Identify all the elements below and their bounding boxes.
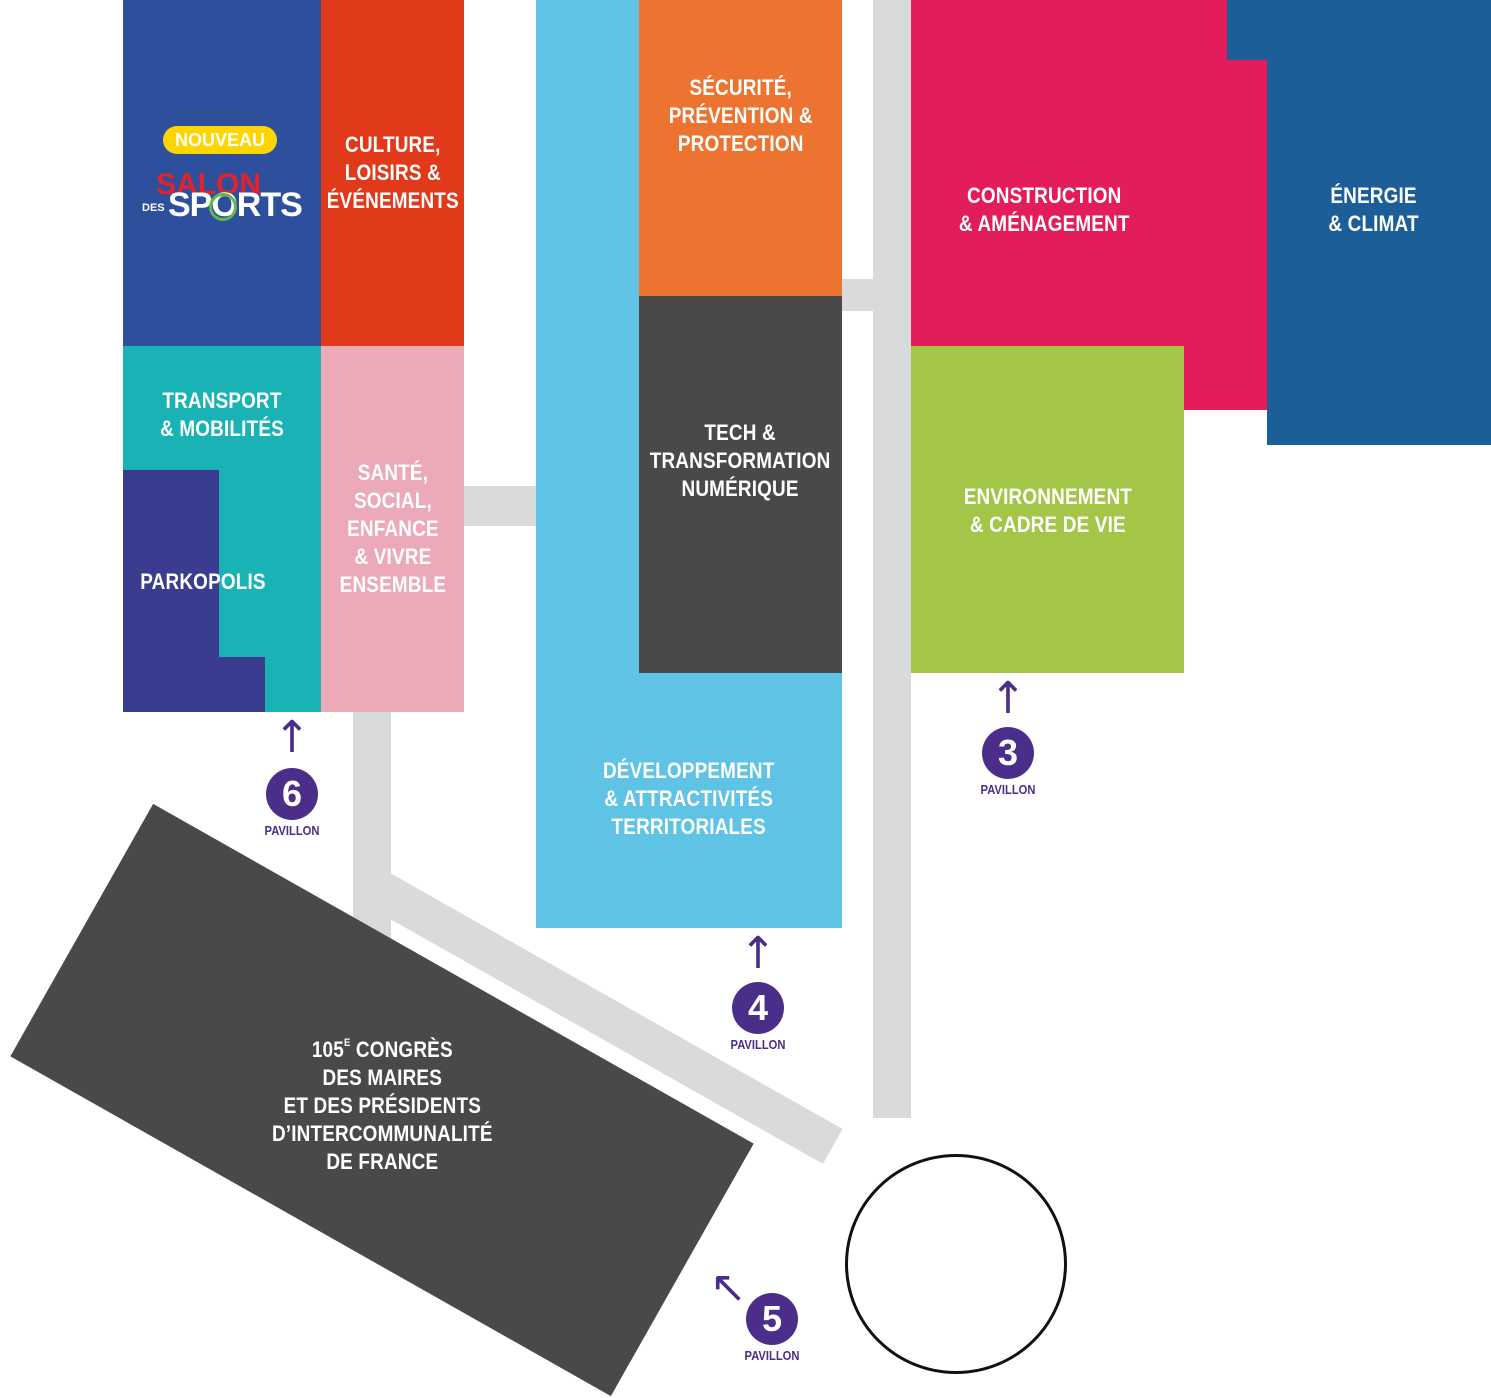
zone-securite-label: SÉCURITÉ, PRÉVENTION & PROTECTION — [668, 75, 813, 156]
corridor-right-connector — [841, 279, 881, 311]
zone-securite[interactable]: SÉCURITÉ, PRÉVENTION & PROTECTION — [639, 0, 842, 296]
pavillon-6-arrow-icon: ↑ — [273, 712, 311, 763]
zone-developpement-label: DÉVELOPPEMENT & ATTRACTIVITÉS TERRITORIA… — [603, 758, 775, 839]
pavillon-5-label: PAVILLON — [744, 1348, 800, 1363]
zone-parkopolis-lower — [123, 657, 265, 712]
zone-culture-label: CULTURE, LOISIRS & ÉVÉNEMENTS — [326, 132, 459, 213]
corridor-mid-connector — [463, 486, 537, 526]
pavillon-4-marker[interactable]: 4 — [732, 982, 784, 1034]
zone-sante[interactable]: SANTÉ, SOCIAL, ENFANCE & VIVRE ENSEMBLE — [321, 346, 464, 712]
pavillon-3-label: PAVILLON — [980, 782, 1036, 797]
roundabout-circle — [845, 1154, 1067, 1374]
logo-salon-text: SALON — [156, 168, 261, 201]
zone-energie[interactable]: ÉNERGIE & CLIMAT — [1267, 0, 1491, 445]
congres-superscript: E — [343, 1037, 351, 1049]
zone-construction-label: CONSTRUCTION & AMÉNAGEMENT — [958, 183, 1130, 236]
congres-text: CONGRÈS DES MAIRES ET DES PRÉSIDENTS D’I… — [271, 1037, 493, 1174]
pavillon-3-arrow-icon: ↑ — [989, 673, 1027, 724]
zone-environnement-label: ENVIRONNEMENT & CADRE DE VIE — [963, 483, 1132, 537]
pavillon-4-arrow-icon: ↑ — [739, 928, 777, 979]
pavillon-4-label: PAVILLON — [730, 1037, 786, 1052]
logo-ring-icon — [209, 193, 237, 221]
zone-parkopolis-label: PARKOPOLIS — [140, 569, 266, 594]
logo-des-text: DES — [142, 202, 165, 214]
pavillon-5-arrow-icon: ↖ — [709, 1262, 747, 1313]
pavillon-3-marker[interactable]: 3 — [982, 727, 1034, 779]
congres-number: 105 — [311, 1037, 344, 1062]
zone-salon-des-sports[interactable] — [123, 0, 321, 346]
zone-congres-label: 105E CONGRÈS DES MAIRES ET DES PRÉSIDENT… — [232, 1036, 532, 1176]
corridor-right-vertical — [873, 0, 911, 1118]
zone-construction[interactable]: CONSTRUCTION & AMÉNAGEMENT — [911, 0, 1267, 410]
zone-energie-label: ÉNERGIE & CLIMAT — [1328, 183, 1420, 236]
zone-transport-label: TRANSPORT & MOBILITÉS — [160, 388, 284, 441]
badge-nouveau: NOUVEAU — [163, 126, 278, 154]
zone-tech[interactable]: TECH & TRANSFORMATION NUMÉRIQUE — [639, 296, 842, 673]
zone-environnement[interactable]: ENVIRONNEMENT & CADRE DE VIE — [911, 346, 1184, 673]
pavillon-5-marker[interactable]: 5 — [746, 1293, 798, 1345]
pavillon-6-marker[interactable]: 6 — [266, 768, 318, 820]
zone-culture[interactable]: CULTURE, LOISIRS & ÉVÉNEMENTS — [321, 0, 464, 346]
zone-sante-label: SANTÉ, SOCIAL, ENFANCE & VIVRE ENSEMBLE — [339, 460, 446, 597]
zone-tech-label: TECH & TRANSFORMATION NUMÉRIQUE — [650, 419, 831, 501]
pavillon-6-label: PAVILLON — [264, 823, 320, 838]
